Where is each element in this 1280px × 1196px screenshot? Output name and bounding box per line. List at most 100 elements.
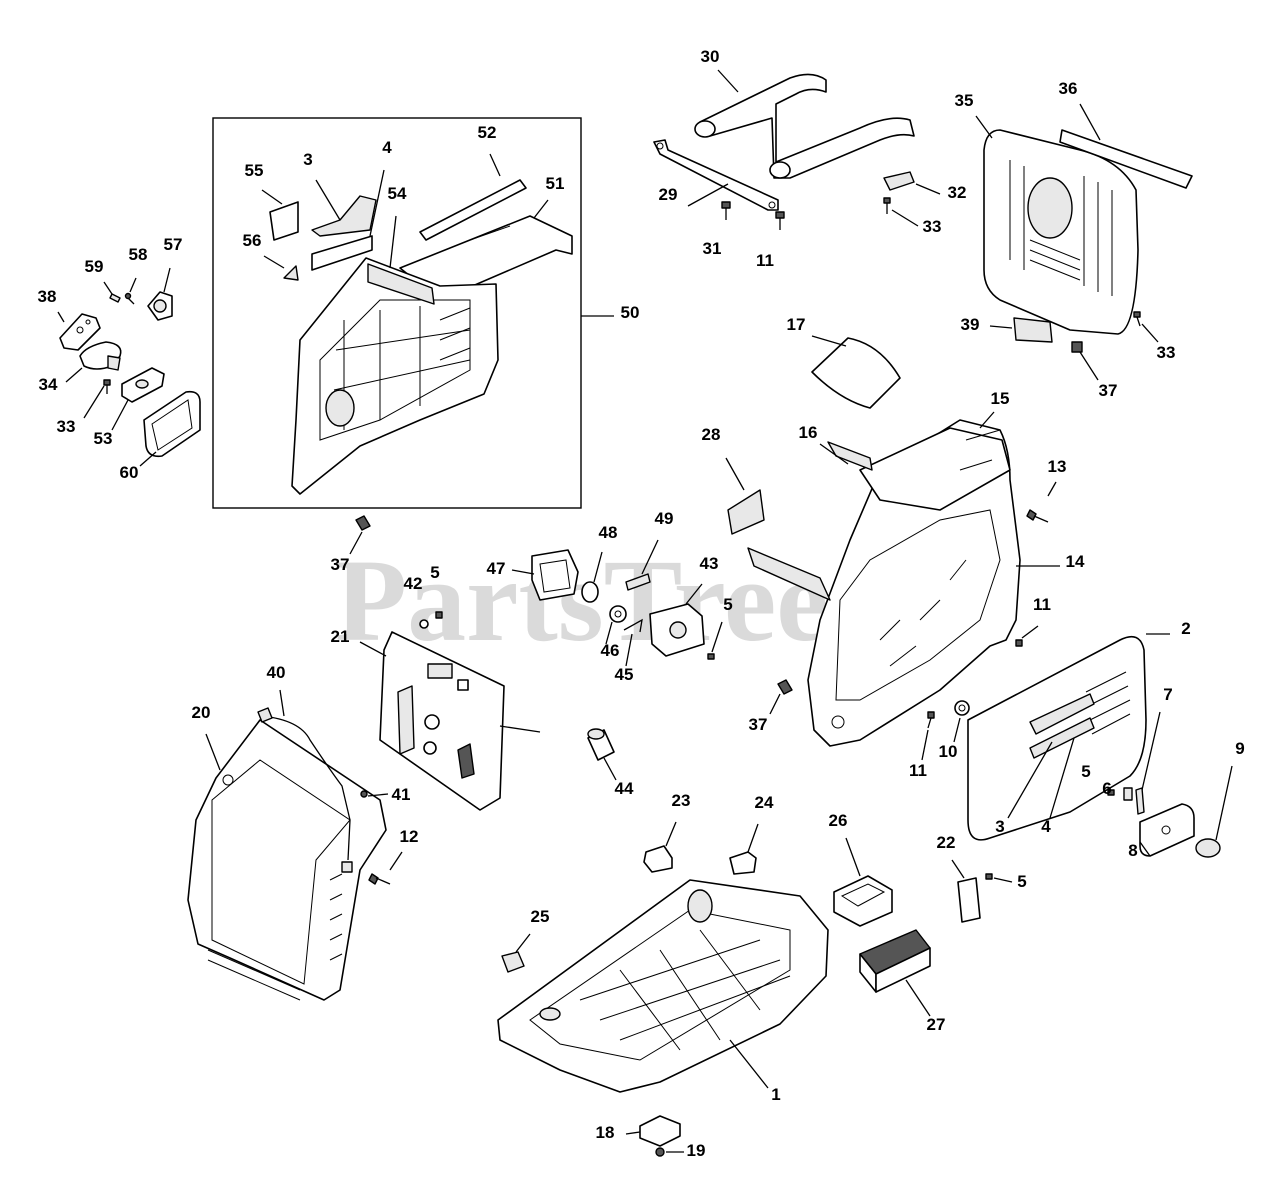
part-decal-55 xyxy=(269,201,299,241)
callout-c26: 26 xyxy=(829,811,848,830)
callout-c28: 28 xyxy=(702,425,721,444)
callout-c18: 18 xyxy=(596,1123,615,1142)
part-handle-34 xyxy=(79,341,122,371)
part-cap-6 xyxy=(1123,787,1133,801)
part-clip-39 xyxy=(1013,317,1053,343)
part-clip-37b xyxy=(355,515,371,531)
callout-c36: 36 xyxy=(1059,79,1078,98)
callout-c49: 49 xyxy=(655,509,674,528)
callout-c47: 47 xyxy=(487,559,506,578)
part-clip-37c xyxy=(777,679,793,695)
callout-c19: 19 xyxy=(687,1141,706,1160)
callout-c33b: 33 xyxy=(1157,343,1176,362)
part-frame-47 xyxy=(531,549,579,601)
callout-c3a: 3 xyxy=(303,150,312,169)
callout-c43: 43 xyxy=(700,554,719,573)
part-ring-46 xyxy=(609,605,627,623)
callout-c5a: 5 xyxy=(430,563,439,582)
part-screw-5a xyxy=(435,611,443,619)
part-ring-48 xyxy=(581,581,599,603)
callout-c53: 53 xyxy=(94,429,113,448)
part-cover-17 xyxy=(811,337,901,409)
part-side-panel-2 xyxy=(967,635,1147,841)
callout-c13: 13 xyxy=(1048,457,1067,476)
callout-c34: 34 xyxy=(39,375,58,394)
part-washer-10 xyxy=(954,700,970,716)
callout-c37c: 37 xyxy=(749,715,768,734)
part-foot-23 xyxy=(643,845,673,873)
callout-c21: 21 xyxy=(331,627,350,646)
part-housing-frame xyxy=(291,257,499,495)
part-knob-9 xyxy=(1195,838,1221,858)
part-screw-33b xyxy=(1133,311,1141,327)
callout-c30: 30 xyxy=(701,47,720,66)
part-filter-27 xyxy=(859,929,931,993)
part-label-28 xyxy=(727,489,765,535)
part-foot-25 xyxy=(501,951,525,973)
callout-c45: 45 xyxy=(615,665,634,684)
part-screw-33c xyxy=(103,379,111,394)
subassembly-frame-50 xyxy=(212,117,582,509)
callout-c35: 35 xyxy=(955,91,974,110)
callout-c46: 46 xyxy=(601,641,620,660)
part-spring-45 xyxy=(623,618,643,633)
part-bracket-22 xyxy=(957,877,981,923)
callout-c42: 42 xyxy=(404,574,423,593)
part-decal-56 xyxy=(283,265,299,281)
callout-c33a: 33 xyxy=(923,217,942,236)
part-gasket-60 xyxy=(143,390,201,458)
part-screw-42 xyxy=(419,619,429,629)
callout-c20: 20 xyxy=(192,703,211,722)
part-grip-16 xyxy=(827,441,873,471)
callout-c59: 59 xyxy=(85,257,104,276)
part-grip-54 xyxy=(367,263,435,305)
part-plate-8 xyxy=(1139,803,1195,857)
part-decal-3a xyxy=(311,195,377,237)
part-top-housing-15 xyxy=(859,427,1011,511)
part-control-panel-21 xyxy=(379,631,541,811)
part-pin-59 xyxy=(109,293,121,303)
callout-c55: 55 xyxy=(245,161,264,180)
callout-c60: 60 xyxy=(120,463,139,482)
part-strip-36 xyxy=(1059,129,1193,189)
callout-c12: 12 xyxy=(400,827,419,846)
callout-c27: 27 xyxy=(927,1015,946,1034)
callout-labels: 3029311132333536393337171516132814112524… xyxy=(38,47,1245,1160)
part-plate-53 xyxy=(121,367,165,403)
callout-c50: 50 xyxy=(621,303,640,322)
callout-c8: 8 xyxy=(1128,841,1137,860)
part-strip-52 xyxy=(419,179,527,241)
part-bushing-44 xyxy=(587,728,615,761)
callout-c23: 23 xyxy=(672,791,691,810)
part-duct-26 xyxy=(833,875,893,927)
part-knob-57 xyxy=(147,291,173,321)
callout-c10: 10 xyxy=(939,742,958,761)
part-screw-19 xyxy=(655,1147,665,1157)
callout-c41: 41 xyxy=(392,785,411,804)
callout-c7: 7 xyxy=(1163,685,1172,704)
callout-c11b: 11 xyxy=(1033,595,1051,614)
callout-c57: 57 xyxy=(164,235,183,254)
callout-c11a: 11 xyxy=(756,251,774,270)
part-grip-lower xyxy=(747,547,831,601)
part-module-43 xyxy=(649,603,705,657)
part-wire-harness-40 xyxy=(257,707,353,873)
callout-c39: 39 xyxy=(961,315,980,334)
part-decal-4a xyxy=(311,235,373,271)
part-screw-33a xyxy=(883,197,891,214)
callout-c6: 6 xyxy=(1102,779,1111,798)
part-screw-5b xyxy=(707,653,715,660)
callout-c54: 54 xyxy=(388,184,407,203)
callout-c24: 24 xyxy=(755,793,774,812)
callout-c25: 25 xyxy=(531,907,550,926)
part-pin-58 xyxy=(124,292,135,305)
part-clip-32 xyxy=(883,171,915,191)
callout-c22: 22 xyxy=(937,833,956,852)
part-screw-5c xyxy=(1107,789,1115,796)
part-screw-13 xyxy=(1026,509,1049,523)
part-base-frame-1 xyxy=(497,879,829,1093)
callout-c37a: 37 xyxy=(1099,381,1118,400)
part-rear-panel-35 xyxy=(983,129,1139,335)
callout-c40: 40 xyxy=(267,663,286,682)
callout-c5b: 5 xyxy=(723,595,732,614)
